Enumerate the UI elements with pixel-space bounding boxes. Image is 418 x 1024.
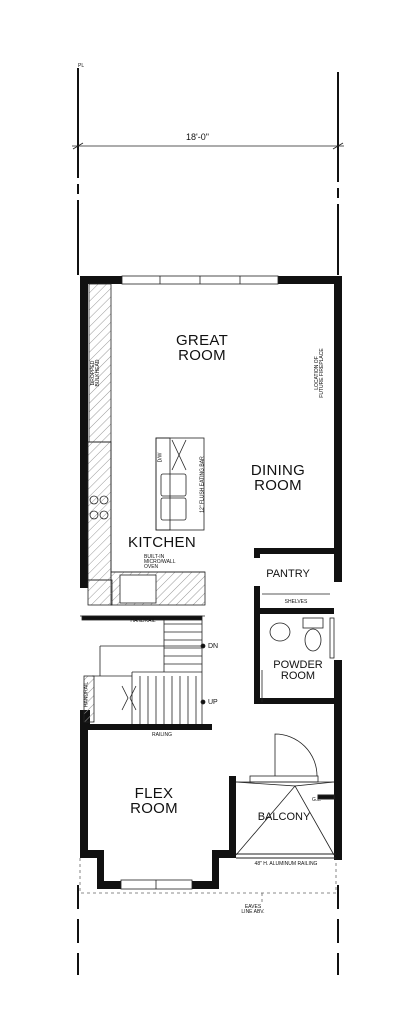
guard-line-label: G.L. (312, 797, 322, 803)
kitchen-counter (87, 441, 206, 606)
future-fireplace-label: LOCATION OF FUTURE FIREPLACE (314, 348, 325, 398)
dropped-bulkhead-label: DROPPED BULKHEAD (90, 359, 101, 387)
windows (120, 275, 279, 890)
eaves-line-label: EAVES LINE ABV. (241, 904, 265, 915)
built-in-oven-label: BUILT-IN MICRO/WALL OVEN (144, 554, 176, 570)
property-line-label: PL (78, 63, 85, 69)
kitchen-label: KITCHEN (128, 534, 196, 551)
dishwasher-label: D/W (157, 452, 164, 463)
kitchen-island (155, 437, 205, 531)
stairs-up-label: UP (208, 699, 218, 706)
doors (235, 670, 335, 856)
eaves-line (79, 858, 337, 905)
powder-room-label: POWDER ROOM (273, 659, 323, 682)
handrail-lower-label: HANDRAIL (83, 681, 90, 708)
aluminum-railing-label: 48" H. ALUMINUM RAILING (254, 861, 318, 867)
pantry-label: PANTRY (266, 568, 310, 580)
stairs (80, 615, 206, 724)
balcony-railing (236, 794, 336, 859)
handrail-upper-label: HANDRAIL (130, 618, 156, 624)
flex-room-label: FLEX ROOM (130, 785, 178, 817)
flush-eating-bar-label: 12" FLUSH EATING BAR (199, 456, 206, 513)
shelves-label: SHELVES (284, 599, 308, 605)
exterior-walls (80, 276, 342, 889)
property-lines (77, 68, 339, 975)
dimension-line (72, 142, 344, 150)
stairs-down-label: DN (208, 643, 219, 650)
railing-label: RAILING (152, 732, 173, 738)
powder-fixtures (262, 593, 335, 659)
width-dimension-label: 18'-0" (186, 132, 209, 142)
pantry-walls (254, 548, 334, 704)
dining-room-label: DINING ROOM (250, 462, 306, 494)
great-room-label: GREAT ROOM (175, 332, 229, 364)
balcony-label: BALCONY (257, 811, 311, 823)
